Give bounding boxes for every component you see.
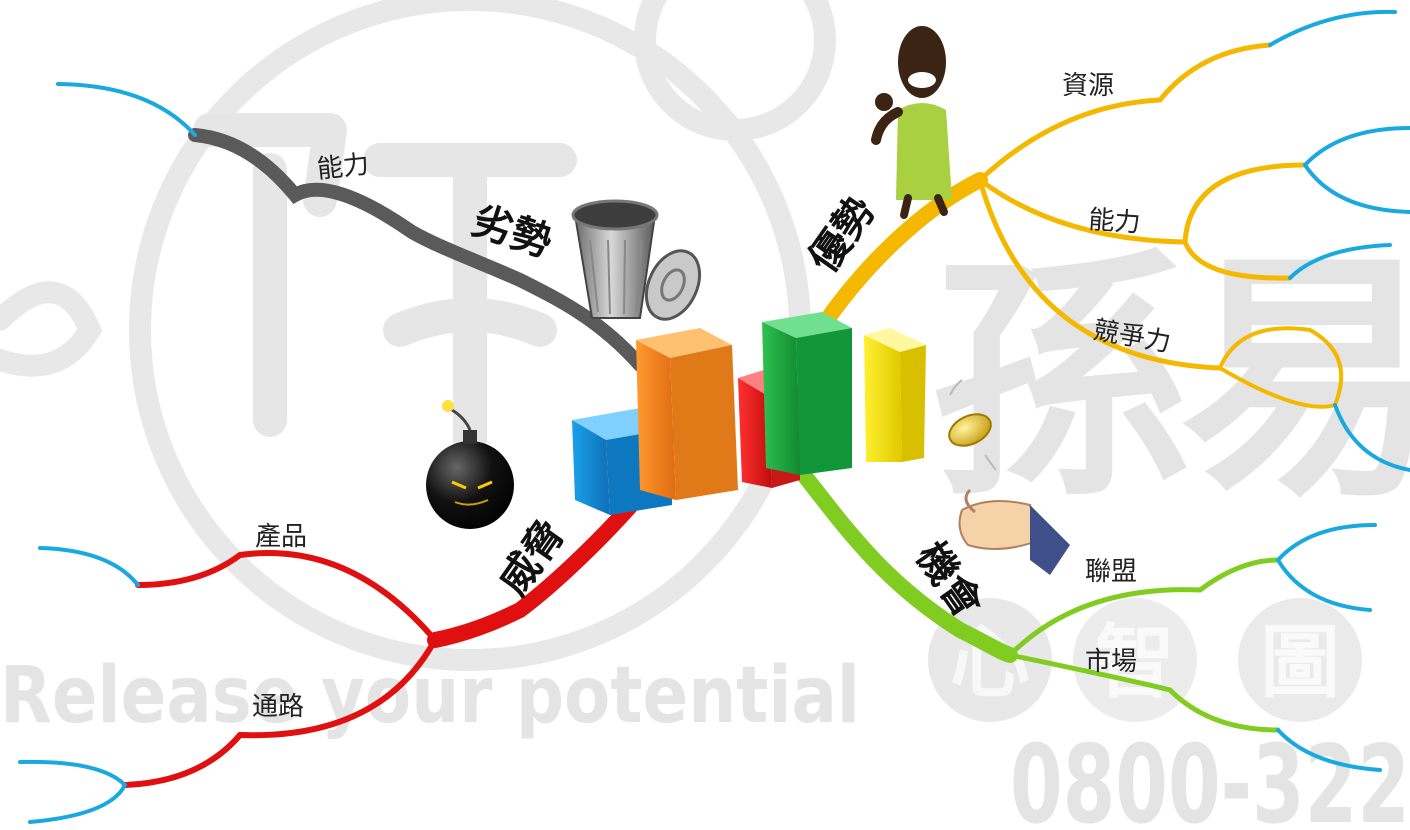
threat-item-label: 通路: [252, 692, 304, 722]
leaf-line: [28, 783, 127, 824]
bar-red: [738, 378, 772, 488]
leaf-line: [1276, 523, 1377, 562]
center-bar-chart: [572, 312, 926, 515]
watermark-char: 孫: [930, 230, 1190, 532]
watermark-slogan: Release your potential: [0, 651, 860, 741]
bar-orange: [636, 340, 676, 500]
weakness-item-label: 能力: [316, 150, 371, 185]
bar-yellow: [900, 345, 926, 462]
watermark-brand-char: 圖: [1260, 616, 1340, 709]
watermark-stroke: [363, 143, 577, 457]
leaf-line: [56, 82, 197, 137]
strength-item-label: 資源: [1062, 71, 1114, 101]
leaf-line: [18, 759, 127, 787]
leaf-line: [1288, 243, 1392, 280]
watermark-circle-small: [634, 0, 836, 141]
trash-can-icon: [571, 199, 702, 321]
strength-sub-line: [977, 177, 1188, 245]
strength-sub-line: [1182, 239, 1293, 281]
watermark-phone: 0800-322: [1010, 723, 1410, 830]
bomb-icon: [426, 400, 514, 529]
opportunity-sub-line: [1007, 557, 1281, 658]
thumbs-up-man-icon: [871, 26, 952, 219]
bar-orange: [670, 345, 738, 500]
watermark-char: 易: [1180, 230, 1410, 532]
leaf-line: [1303, 126, 1410, 167]
opportunity-sub-line: [1007, 652, 1281, 733]
bar-green: [796, 328, 852, 475]
leaf-line: [1268, 9, 1397, 47]
leaf-line: [1333, 403, 1410, 472]
bar-orange: [636, 328, 732, 358]
threat-title: 威脅: [491, 512, 575, 604]
leaf-line: [1303, 163, 1410, 214]
watermark-stroke: [193, 113, 347, 437]
opportunity-item-label: 市場: [1085, 647, 1137, 677]
branch-strength-line: [812, 172, 988, 338]
threat-item-label: 產品: [255, 522, 307, 552]
bar-blue: [572, 420, 610, 515]
strength-sub-line: [1182, 162, 1308, 245]
branch-threat-line: [427, 487, 648, 648]
branch-weakness-line: [188, 128, 647, 372]
bar-yellow: [864, 335, 902, 462]
strength-item-label: 能力: [1088, 205, 1142, 239]
watermark-brand-char: 智: [1095, 616, 1175, 709]
opportunity-item-label: 聯盟: [1085, 557, 1137, 587]
bar-green: [762, 322, 800, 475]
branch-threat: 產品 通路 威脅: [18, 400, 648, 824]
threat-sub-line: [122, 637, 438, 788]
strength-sub-line: [977, 42, 1273, 183]
branch-opportunity-line: [792, 462, 1018, 663]
watermark-stroke: [0, 281, 103, 377]
threat-sub-line: [135, 550, 438, 643]
coin-flip-hand-icon: [948, 379, 1070, 575]
bar-green: [762, 312, 852, 338]
watermark-brand-circle: [1238, 598, 1362, 722]
strength-sub-line: [1218, 326, 1344, 409]
leaf-line: [38, 546, 140, 587]
branch-opportunity: 聯盟 市場 機會: [792, 379, 1382, 772]
leaf-line: [1276, 728, 1382, 772]
bar-yellow: [864, 328, 926, 352]
strength-sub-line: [977, 177, 1223, 371]
leaf-line: [1276, 558, 1372, 612]
